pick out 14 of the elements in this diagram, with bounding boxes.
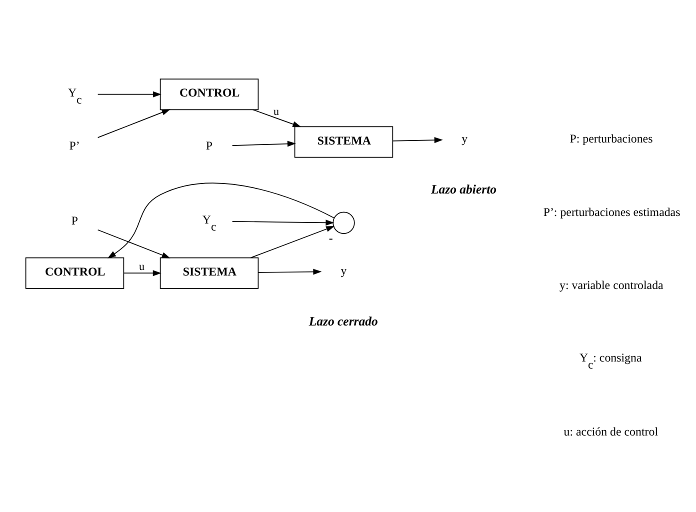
label: P: perturbaciones (570, 131, 653, 146)
node-text: P (206, 138, 212, 152)
node-label: - (328, 230, 333, 245)
node-text: y (340, 263, 347, 278)
label: y: variable controlada (560, 278, 664, 292)
label: u: acción de control (564, 424, 658, 438)
label: Lazo cerrado (308, 314, 378, 328)
node-text: P’ (69, 138, 80, 152)
edge-label: u (274, 106, 280, 118)
node-text: P (71, 212, 78, 227)
label: Lazo abierto (430, 182, 497, 196)
label: P’: perturbaciones estimadas (543, 204, 680, 218)
node-text: y (462, 131, 468, 146)
edge-label: u (139, 260, 145, 273)
